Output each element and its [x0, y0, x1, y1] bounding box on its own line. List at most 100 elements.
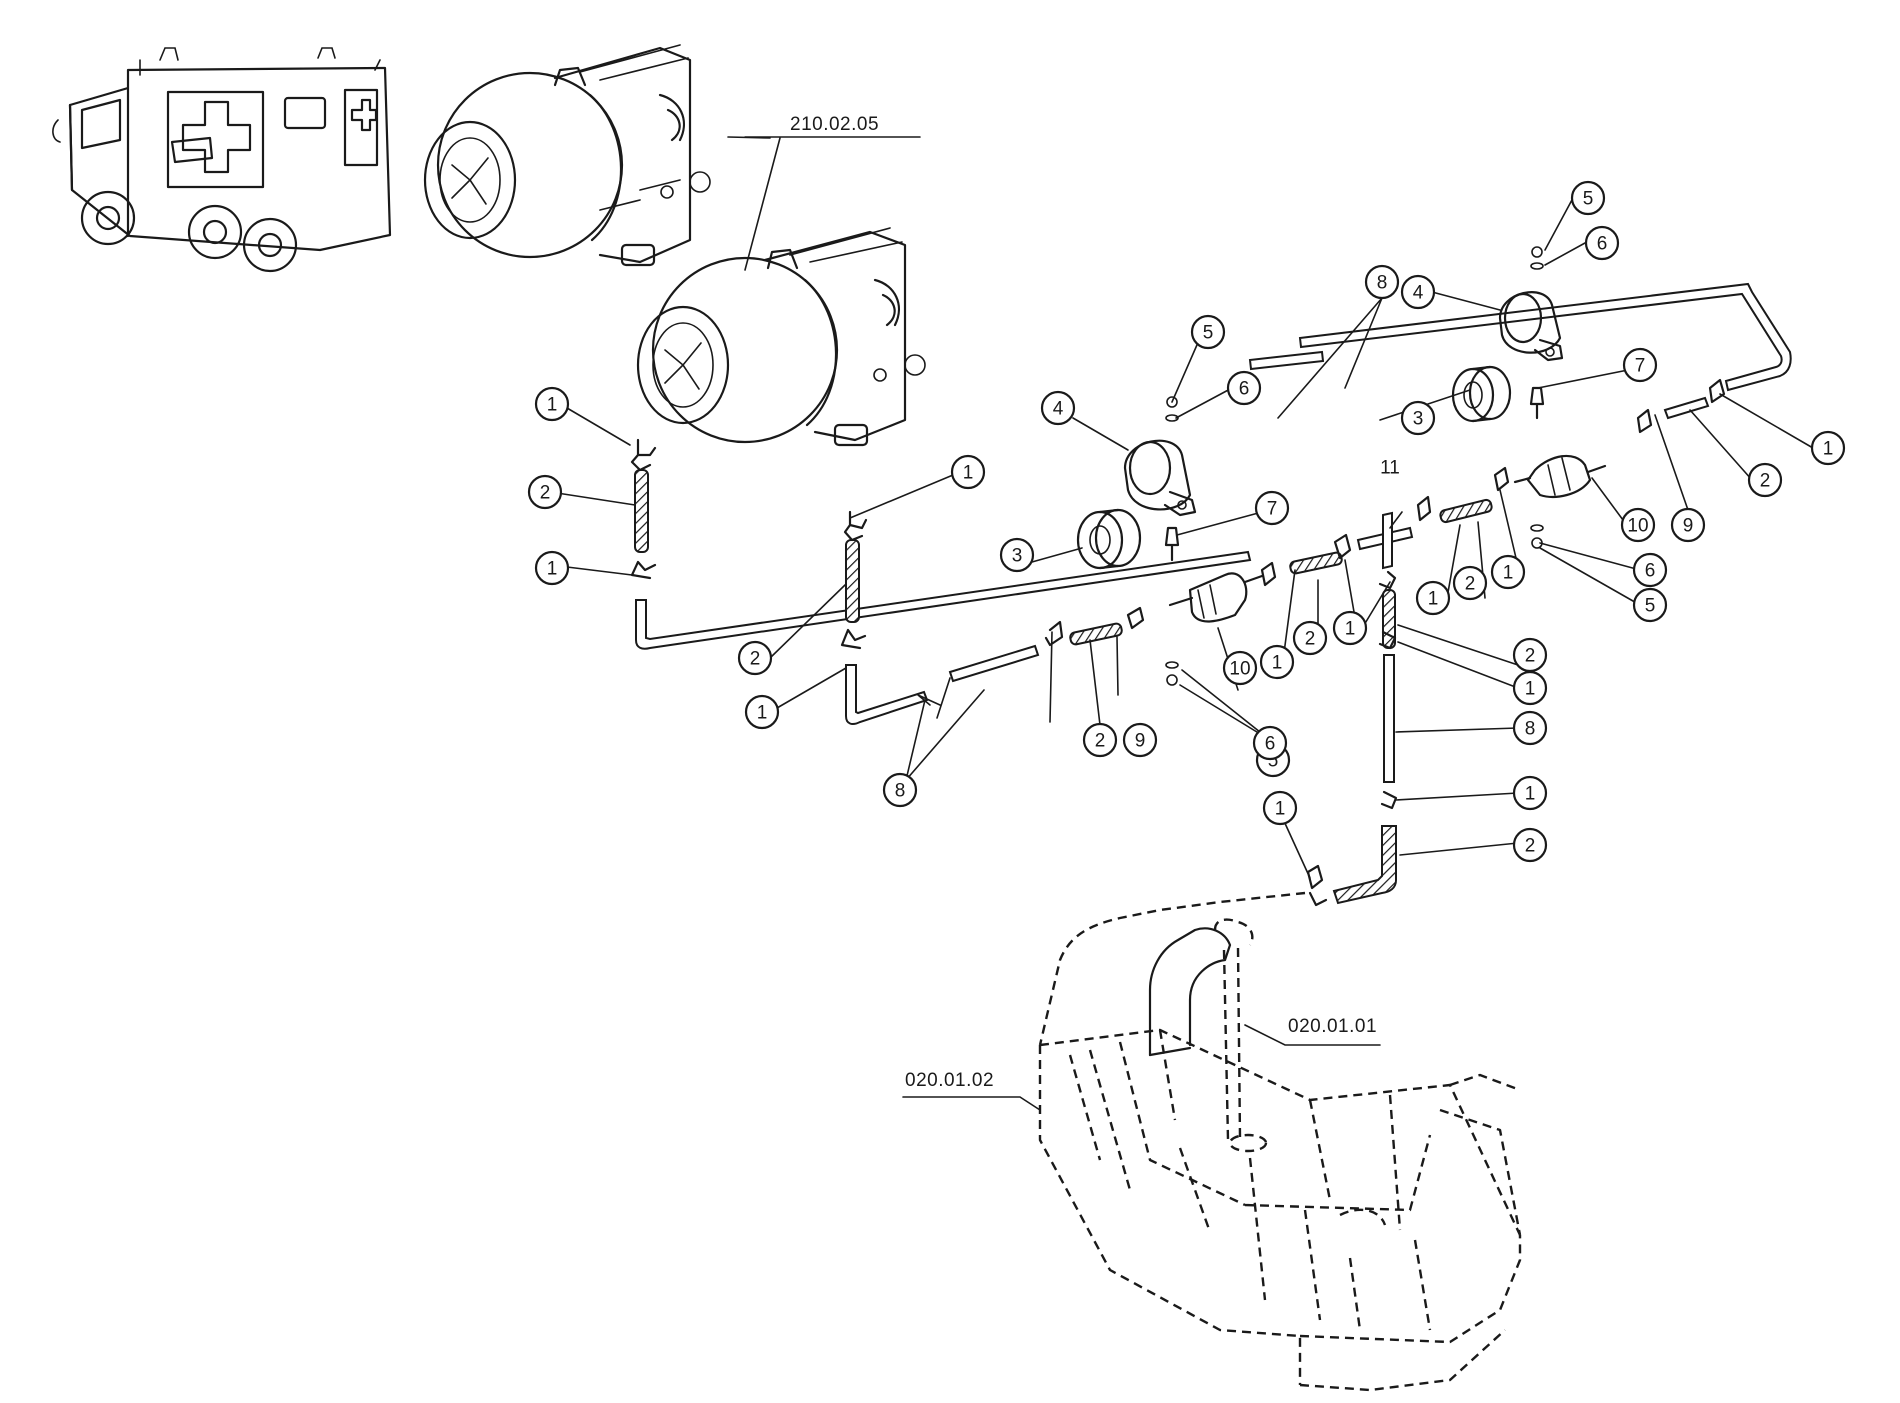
callout-label: 6 [1239, 379, 1250, 400]
fuel-tank [1038, 891, 1522, 1392]
callout-1-5: 1 [744, 694, 780, 730]
hose-left-middle [845, 539, 860, 623]
reference-heater-assembly-label: 210.02.05 [790, 114, 879, 135]
callout-bubble [534, 386, 570, 422]
callout-label: 1 [547, 559, 558, 580]
callout-label: 2 [1760, 471, 1771, 492]
callout-9-38: 9 [1670, 507, 1706, 543]
callout-bubble [1512, 710, 1548, 746]
callout-1-18: 1 [1332, 610, 1368, 646]
washer-right-bottom [1530, 524, 1544, 532]
callout-bubble [999, 537, 1035, 573]
callout-label: 6 [1265, 734, 1276, 755]
callout-5-41: 5 [1632, 587, 1668, 623]
callout-1-2: 1 [534, 550, 570, 586]
callout-label: 9 [1683, 516, 1694, 537]
callout-label: 1 [1275, 799, 1286, 820]
pipe-centre-vertical [1383, 654, 1395, 783]
callout-label: 2 [1525, 646, 1536, 667]
callout-8-8: 8 [882, 772, 918, 808]
callout-label: 6 [1645, 561, 1656, 582]
callout-5-33: 5 [1570, 180, 1606, 216]
hose-left-upper [634, 469, 649, 553]
washer-right-top [1530, 262, 1544, 270]
callout-label: 10 [1627, 516, 1648, 537]
callout-bubble [1400, 274, 1436, 310]
callout-bubble [534, 550, 570, 586]
nut-left-bottom [1166, 674, 1178, 686]
callout-bubble [1512, 670, 1548, 706]
callout-label: 1 [1525, 679, 1536, 700]
callout-2-23: 2 [1512, 637, 1548, 673]
fuel-pump-right [1526, 454, 1592, 498]
heater-unit-bottom [636, 227, 926, 447]
callout-label: 4 [1413, 283, 1424, 304]
callout-label: 7 [1267, 499, 1278, 520]
callout-bubble [1252, 725, 1288, 761]
callout-bubble [1259, 644, 1295, 680]
callout-label: 7 [1635, 356, 1646, 377]
callout-bubble [1490, 554, 1526, 590]
callout-bubble [1632, 552, 1668, 588]
callout-bubble [1512, 775, 1548, 811]
callout-2-27: 2 [1512, 827, 1548, 863]
callout-bubble [1810, 430, 1846, 466]
bolt-right [1529, 386, 1545, 420]
callout-bubble [1584, 225, 1620, 261]
hose-centre-elbow [1332, 825, 1397, 905]
callout-1-24: 1 [1512, 670, 1548, 706]
left-pump-group [1076, 396, 1277, 686]
pipe-right-short [1663, 396, 1710, 420]
callout-label: 2 [1465, 574, 1476, 595]
callout-bubble [882, 772, 918, 808]
callout-bubble [1632, 587, 1668, 623]
callout-bubble [1082, 722, 1118, 758]
washer-left-top [1165, 414, 1179, 422]
callout-3-31: 3 [1400, 400, 1436, 436]
hose-right-lower [1439, 498, 1493, 524]
centre-fuel-line [1289, 511, 1414, 907]
callout-label: 4 [1053, 399, 1064, 420]
callout-label: 1 [1823, 439, 1834, 460]
callout-label: 5 [1645, 596, 1656, 617]
callout-9-6: 9 [1122, 722, 1158, 758]
callout-7-35: 7 [1622, 347, 1658, 383]
callout-label: 1 [1525, 784, 1536, 805]
callout-2-4: 2 [737, 640, 773, 676]
callout-bubble [1512, 827, 1548, 863]
callout-bubble [1670, 507, 1706, 543]
hose-centre-left [1289, 551, 1343, 575]
pipe-right-return [1298, 282, 1792, 392]
callout-bubble [1620, 507, 1656, 543]
callout-1-0: 1 [534, 386, 570, 422]
callout-6-34: 6 [1584, 225, 1620, 261]
callout-5-11: 5 [1190, 314, 1226, 350]
callout-6-40: 6 [1632, 552, 1668, 588]
callout-label: 2 [750, 649, 761, 670]
callout-bubble [1364, 264, 1400, 300]
callout-8-25: 8 [1512, 710, 1548, 746]
callout-label: 8 [1377, 273, 1388, 294]
callout-label: 3 [1413, 409, 1424, 430]
callout-label: 8 [1525, 719, 1536, 740]
right-fuel-line [1248, 246, 1792, 549]
callout-label: 1 [1503, 563, 1514, 584]
callout-label: 1 [1272, 653, 1283, 674]
callout-2-37: 2 [1747, 462, 1783, 498]
callout-bubble [1452, 565, 1488, 601]
callout-label: 1 [963, 463, 974, 484]
heater-unit-top [423, 44, 711, 267]
callout-label: 5 [1583, 189, 1594, 210]
callout-label: 6 [1597, 234, 1608, 255]
callout-1-20: 1 [1415, 580, 1451, 616]
callout-bubble [737, 640, 773, 676]
callout-10-15: 10 [1222, 650, 1258, 686]
reference-fuel-tank-label: 020.01.02 [905, 1070, 994, 1091]
callout-bubble [1254, 490, 1290, 526]
callout-bubble [1622, 347, 1658, 383]
callout-1-28: 1 [1262, 790, 1298, 826]
callout-bubble [527, 474, 563, 510]
vehicle-illustration [52, 47, 392, 273]
callout-label: 8 [895, 781, 906, 802]
